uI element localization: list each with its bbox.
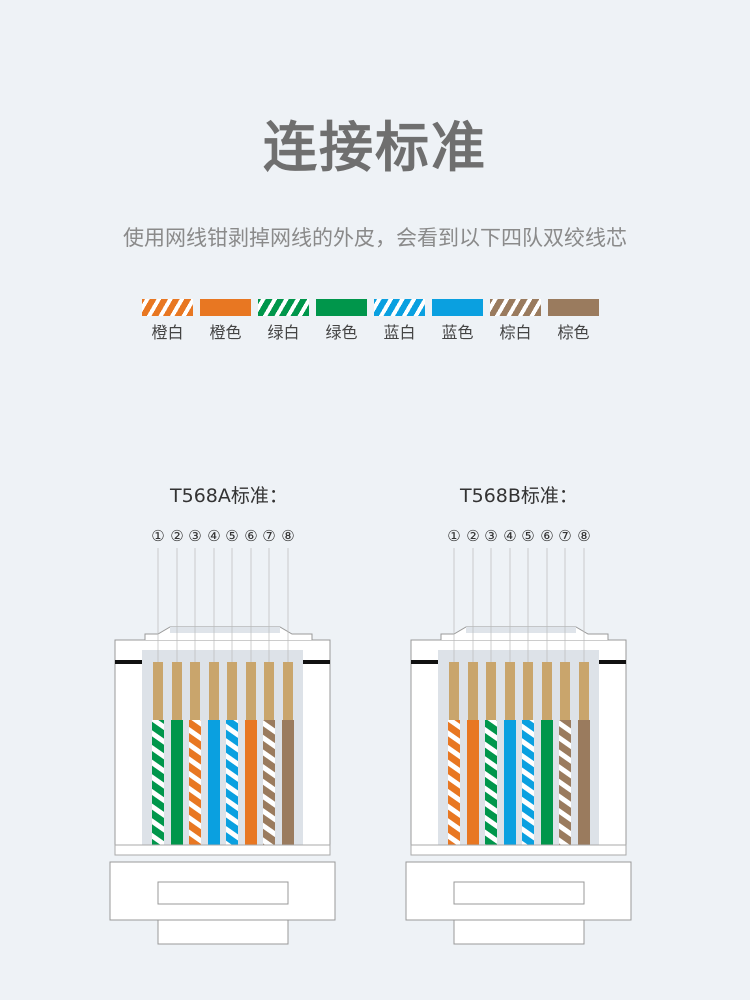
- plug-base: [410, 844, 627, 856]
- wire-blue-white: [522, 720, 534, 852]
- pin-number: ⑤: [225, 527, 238, 545]
- gold-pin: [523, 662, 533, 720]
- wire-blue: [208, 720, 220, 852]
- boot-tail: [453, 919, 585, 945]
- t568b-label: T568B标准：: [460, 485, 578, 507]
- gold-pin: [227, 662, 237, 720]
- pin-number: ④: [503, 527, 516, 545]
- legend-label: 橙色: [209, 323, 242, 342]
- wire-orange-white: [448, 720, 460, 852]
- legend-item: 绿白: [258, 299, 309, 343]
- gold-pin: [283, 662, 293, 720]
- pin-number: ⑦: [558, 527, 571, 545]
- boot-slot: [157, 881, 289, 905]
- legend-item: 橙白: [142, 299, 193, 343]
- pin-number: ⑤: [521, 527, 534, 545]
- plug-inner: [438, 650, 599, 855]
- wire-brown: [578, 720, 590, 852]
- gold-pin: [560, 662, 570, 720]
- legend-item: 棕色: [548, 299, 599, 343]
- wire-orange: [467, 720, 479, 852]
- wire-brown: [282, 720, 294, 852]
- color-swatch: [432, 299, 483, 316]
- latch-top: [466, 627, 576, 633]
- plug-inner: [142, 650, 303, 855]
- pin-number: ⑥: [244, 527, 257, 545]
- black-bar: [115, 660, 142, 664]
- boot-slot: [453, 881, 585, 905]
- color-swatch: [200, 299, 251, 316]
- color-swatch: [258, 299, 309, 316]
- gold-pin: [264, 662, 274, 720]
- gold-pin: [190, 662, 200, 720]
- black-bar: [303, 660, 330, 664]
- pin-number: ①: [151, 527, 164, 545]
- gold-pin: [209, 662, 219, 720]
- legend-label: 棕色: [557, 323, 590, 342]
- pin-number: ③: [484, 527, 497, 545]
- pin-number: ⑧: [577, 527, 590, 545]
- gold-pin: [505, 662, 515, 720]
- color-swatch: [316, 299, 367, 316]
- gold-pin: [153, 662, 163, 720]
- legend-item: 蓝色: [432, 299, 483, 343]
- gold-pin: [579, 662, 589, 720]
- pin-number: ⑧: [281, 527, 294, 545]
- gold-pin: [172, 662, 182, 720]
- legend-item: 蓝白: [374, 299, 425, 343]
- pin-number: ①: [447, 527, 460, 545]
- gold-pin: [449, 662, 459, 720]
- wire-green: [171, 720, 183, 852]
- t568a-label: T568A标准：: [170, 485, 288, 507]
- color-swatch: [374, 299, 425, 316]
- legend-label: 绿色: [325, 323, 358, 342]
- legend-label: 绿白: [267, 323, 300, 342]
- boot-tail: [157, 919, 289, 945]
- pin-number: ②: [466, 527, 479, 545]
- gold-pin: [468, 662, 478, 720]
- pin-number: ③: [188, 527, 201, 545]
- color-swatch: [548, 299, 599, 316]
- legend-item: 棕白: [490, 299, 541, 343]
- legend-label: 蓝白: [383, 323, 416, 342]
- black-bar: [411, 660, 438, 664]
- color-swatch: [490, 299, 541, 316]
- black-bar: [599, 660, 626, 664]
- legend-item: 绿色: [316, 299, 367, 343]
- pin-number: ②: [170, 527, 183, 545]
- color-swatch: [142, 299, 193, 316]
- color-legend: 橙白 橙色 绿白 绿色 蓝白 蓝色 棕白 棕色: [142, 299, 599, 343]
- gold-pin: [246, 662, 256, 720]
- legend-label: 蓝色: [441, 323, 474, 342]
- pin-number: ④: [207, 527, 220, 545]
- wire-green-white: [485, 720, 497, 852]
- page-title: 连接标准: [263, 116, 487, 179]
- legend-label: 棕白: [499, 323, 532, 342]
- legend-label: 橙白: [151, 323, 184, 342]
- pin-number: ⑥: [540, 527, 553, 545]
- pin-number: ⑦: [262, 527, 275, 545]
- wire-green: [541, 720, 553, 852]
- gold-pin: [486, 662, 496, 720]
- plug-base: [114, 844, 331, 856]
- latch-top: [170, 627, 280, 633]
- legend-item: 橙色: [200, 299, 251, 343]
- wire-orange-white: [189, 720, 201, 852]
- wire-blue: [504, 720, 516, 852]
- subtitle: 使用网线钳剥掉网线的外皮，会看到以下四队双绞线芯: [123, 226, 627, 250]
- wire-green-white: [152, 720, 164, 852]
- wire-orange: [245, 720, 257, 852]
- wire-brown-white: [559, 720, 571, 852]
- wire-brown-white: [263, 720, 275, 852]
- gold-pin: [542, 662, 552, 720]
- wire-blue-white: [226, 720, 238, 852]
